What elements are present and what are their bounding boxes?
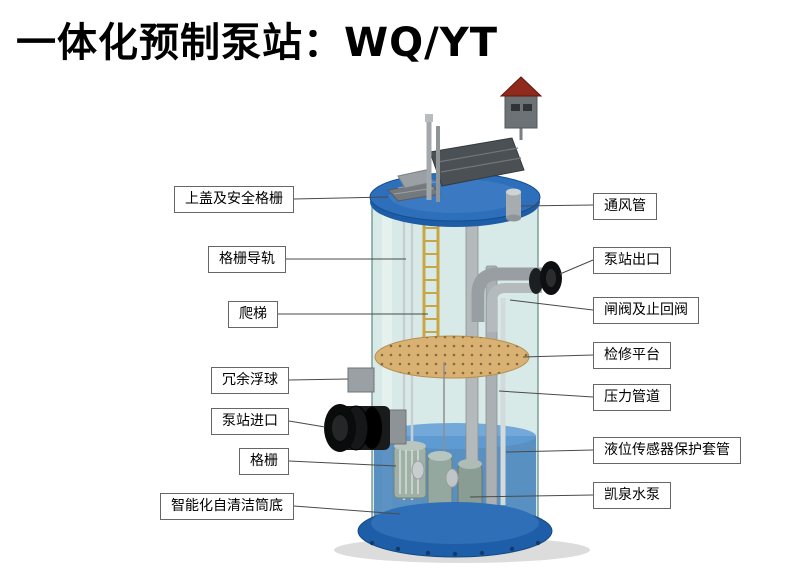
- vent-pipe: [506, 188, 521, 222]
- lid-pipes: [425, 114, 440, 202]
- outlet-elbow-back: [487, 283, 542, 332]
- tank-base: [357, 502, 553, 558]
- leader-lines: [278, 196, 594, 515]
- label-self-cleaning-bottom: 智能化自清洁筒底: [160, 493, 294, 520]
- check-valve: [529, 268, 543, 294]
- control-box-pole: [499, 76, 543, 140]
- leader-float: [288, 378, 349, 381]
- label-grille: 格栅: [239, 448, 289, 475]
- leader-sensor-sleeve: [505, 449, 594, 453]
- leader-top-cover: [293, 196, 389, 200]
- label-redundant-float: 冗余浮球: [211, 367, 289, 394]
- leader-self-cleaning: [293, 505, 401, 515]
- label-pump-outlet: 泵站出口: [593, 247, 671, 274]
- outlet-elbow-front: [471, 267, 548, 322]
- float-balls: [411, 460, 459, 488]
- float-switch-box: [347, 367, 375, 393]
- leader-grille: [288, 460, 397, 467]
- leader-outlet: [559, 259, 594, 275]
- leader-inlet: [288, 420, 326, 428]
- label-gate-check-valve: 闸阀及止回阀: [593, 297, 699, 324]
- label-service-platform: 检修平台: [593, 342, 671, 369]
- label-vent-pipe: 通风管: [593, 193, 657, 220]
- label-top-cover-safety-grille: 上盖及安全格栅: [174, 186, 294, 213]
- leader-valves: [509, 299, 594, 311]
- outlet-flange-center: [546, 269, 556, 287]
- tank-lid: [369, 172, 541, 227]
- hatch-cover-panel: [397, 137, 525, 189]
- page-title: 一体化预制泵站：WQ/YT: [16, 20, 498, 66]
- leader-vent: [520, 204, 594, 207]
- leader-pressure-pipe: [498, 390, 594, 398]
- label-grille-guide-rail: 格栅导轨: [208, 246, 286, 273]
- leader-pump: [469, 494, 594, 498]
- leader-platform: [522, 354, 594, 358]
- inlet-pipe: [324, 404, 407, 452]
- label-ladder: 爬梯: [228, 301, 278, 328]
- label-pump-inlet: 泵站进口: [211, 408, 289, 435]
- service-platform: [374, 335, 530, 379]
- label-pressure-pipe: 压力管道: [593, 384, 671, 411]
- label-kaiquan-pump: 凯泉水泵: [593, 482, 671, 509]
- label-level-sensor-sleeve: 液位传感器保护套管: [593, 437, 741, 464]
